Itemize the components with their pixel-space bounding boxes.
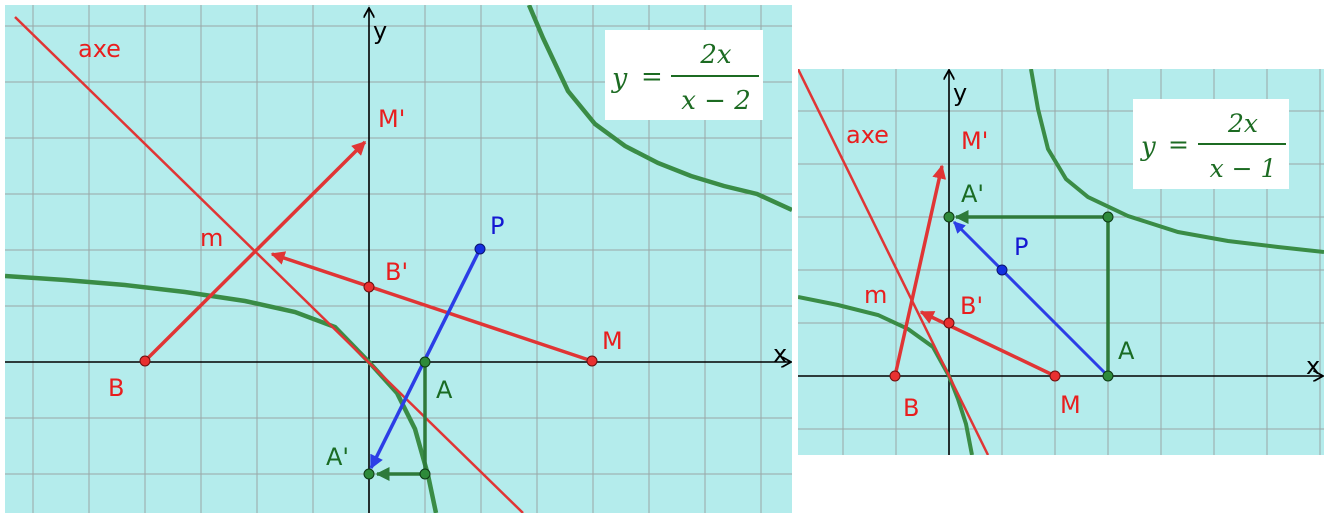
- vector-M-to-m: [919, 310, 1056, 378]
- formula-box: y = 2x x − 2: [605, 30, 763, 120]
- label-m: m: [200, 224, 223, 252]
- grid: [5, 5, 792, 513]
- x-axis-label: x: [773, 340, 787, 368]
- y-axis-label: y: [373, 17, 387, 45]
- figure-right: x y axe M' A' P m B' A B M y = 2x x − 1: [798, 69, 1324, 455]
- label-A-prime: A': [326, 443, 349, 471]
- hyperbola-lower-branch: [5, 273, 439, 513]
- label-B-prime: B': [960, 292, 983, 320]
- formula-numerator: 2x: [1227, 109, 1258, 138]
- label-B-prime: B': [385, 258, 408, 286]
- point-A: [419, 356, 431, 368]
- point-M: [586, 355, 598, 367]
- point-P: [474, 243, 486, 255]
- hyperbola-upper-branch: [1029, 69, 1324, 254]
- point-A-prime: [363, 468, 375, 480]
- figure-left: x y axe M' m B' P B A M A' y = 2x x − 2: [5, 5, 792, 513]
- y-axis-label: y: [953, 79, 967, 107]
- label-B: B: [903, 394, 919, 422]
- formula-equals: =: [641, 62, 663, 92]
- symmetry-axis-line: [14, 16, 524, 513]
- formula-denominator: x − 2: [681, 86, 751, 116]
- point-B: [889, 370, 901, 382]
- vector-A-to-A-prime: [952, 220, 1110, 378]
- formula-lhs: y: [1140, 132, 1156, 162]
- point-B-prime: [363, 281, 375, 293]
- figure-right-svg: x y axe M' A' P m B' A B M y = 2x x − 1: [798, 69, 1324, 455]
- axe-label: axe: [846, 121, 889, 149]
- label-P: P: [1014, 233, 1028, 261]
- label-M-prime: M': [378, 105, 405, 133]
- formula-numerator: 2x: [699, 40, 732, 70]
- label-P: P: [490, 212, 504, 240]
- point-B: [139, 355, 151, 367]
- vector-M-to-m: [270, 251, 593, 363]
- vector-B-to-M-prime: [893, 164, 947, 377]
- symmetry-axis-line: [798, 69, 990, 455]
- vector-B-to-M-prime: [143, 140, 367, 363]
- formula-box: y = 2x x − 1: [1133, 99, 1289, 189]
- label-M: M: [602, 327, 623, 355]
- label-M: M: [1060, 391, 1081, 419]
- point-A: [1102, 370, 1114, 382]
- point-A-down: [419, 468, 431, 480]
- point-M: [1049, 370, 1061, 382]
- label-A-prime: A': [961, 180, 984, 208]
- label-A: A: [1118, 337, 1135, 365]
- formula-equals: =: [1168, 130, 1189, 159]
- label-A: A: [436, 376, 453, 404]
- formula-denominator: x − 1: [1210, 154, 1277, 183]
- label-B: B: [108, 374, 124, 402]
- point-A-prime: [943, 211, 955, 223]
- axe-label: axe: [78, 35, 121, 63]
- label-m: m: [864, 281, 887, 309]
- point-A-up: [1102, 211, 1114, 223]
- x-axis-label: x: [1306, 352, 1320, 380]
- hyperbola-upper-branch: [526, 5, 792, 213]
- point-B-prime: [943, 317, 955, 329]
- figure-left-svg: x y axe M' m B' P B A M A' y = 2x x − 2: [5, 5, 792, 513]
- label-M-prime: M': [961, 127, 988, 155]
- point-P: [996, 264, 1008, 276]
- formula-lhs: y: [611, 63, 628, 94]
- hyperbola-lower-branch: [798, 295, 974, 455]
